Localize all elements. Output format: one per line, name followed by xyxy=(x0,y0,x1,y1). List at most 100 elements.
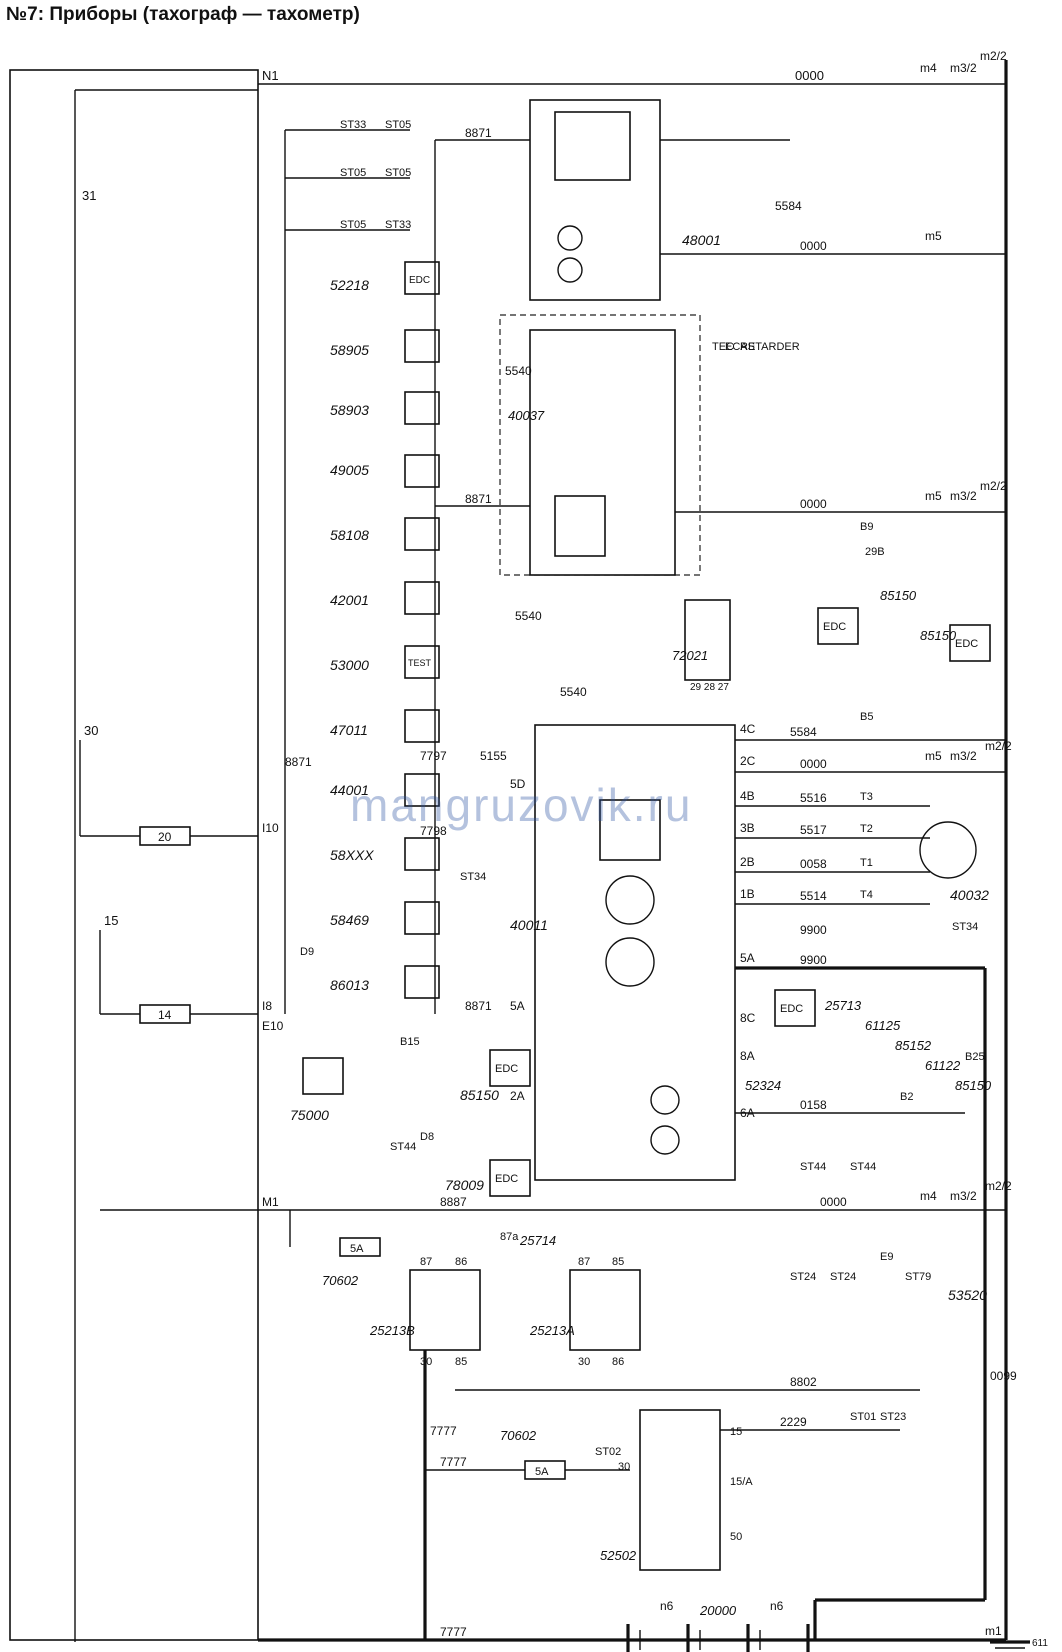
label-m32-top: m3/2 xyxy=(950,61,977,75)
label-m32-2: m3/2 xyxy=(950,489,977,503)
st24-b: ST24 xyxy=(830,1271,856,1283)
comp-47011: 47011 xyxy=(330,722,368,738)
comp-48001: 48001 xyxy=(682,232,721,248)
wire-8887: 8887 xyxy=(440,1195,467,1209)
pin-5D: 5D xyxy=(510,777,526,791)
edc-box-right xyxy=(817,607,859,645)
module-48001-inner xyxy=(554,111,631,181)
sw-15A: 15/A xyxy=(730,1476,753,1488)
st23: ST23 xyxy=(880,1411,906,1423)
label-ecas: ECAS xyxy=(725,341,755,353)
relay-87a: 87a xyxy=(500,1231,519,1243)
st24-a: ST24 xyxy=(790,1271,816,1283)
comp-44001: 44001 xyxy=(330,782,369,798)
lamp-47011 xyxy=(404,709,440,743)
pin-5A: 5A xyxy=(740,951,755,965)
edc-indicator-box xyxy=(404,261,440,295)
edc-85150: EDC xyxy=(495,1063,518,1075)
wire-0000-M1: 0000 xyxy=(820,1195,847,1209)
st44-a: ST44 xyxy=(800,1161,826,1173)
label-m5-1: m5 xyxy=(925,229,942,243)
comp-52218: 52218 xyxy=(330,277,369,293)
wire-0058: 0058 xyxy=(800,857,827,871)
wire-7797: 7797 xyxy=(420,749,447,763)
fuse-5A-relay xyxy=(339,1237,381,1257)
term-I10: I10 xyxy=(262,821,279,835)
comp-52324: 52324 xyxy=(745,1078,781,1093)
relayB-87: 87 xyxy=(420,1256,432,1268)
fuse-5A-label-2: 5A xyxy=(535,1466,549,1478)
label-m1: m1 xyxy=(985,1624,1002,1638)
wire-7777-sw: 7777 xyxy=(440,1455,467,1469)
st79: ST79 xyxy=(905,1271,931,1283)
wire-9900-b: 9900 xyxy=(800,923,827,937)
module-40037-amp xyxy=(554,495,606,557)
comp-42001: 42001 xyxy=(330,592,369,608)
comp-61125: 61125 xyxy=(865,1018,901,1033)
comp-25213B: 25213B xyxy=(369,1323,415,1338)
st02: ST02 xyxy=(595,1446,621,1458)
sw-50: 50 xyxy=(730,1531,742,1543)
comp-58108: 58108 xyxy=(330,527,369,543)
relayA-87: 87 xyxy=(578,1256,590,1268)
relay-25213A xyxy=(569,1269,641,1351)
edc-25713: EDC xyxy=(780,1003,803,1015)
edc-far: EDC xyxy=(955,638,978,650)
label-m32-bot: m3/2 xyxy=(950,1189,977,1203)
page-title: №7: Приборы (тахограф — тахометр) xyxy=(6,4,360,25)
lamp-75000 xyxy=(302,1057,344,1095)
pin-5A-left: 5A xyxy=(510,999,525,1013)
comp-85152: 85152 xyxy=(895,1038,932,1053)
edc-box-78009 xyxy=(489,1159,531,1197)
comp-58905: 58905 xyxy=(330,342,369,358)
pin-1B: 1B xyxy=(740,887,755,901)
sw-15: 15 xyxy=(730,1426,742,1438)
comp-85150-b: 85150 xyxy=(920,628,957,643)
label-T4: T4 xyxy=(860,889,873,901)
st01: ST01 xyxy=(850,1411,876,1423)
label-m5-2: m5 xyxy=(925,489,942,503)
lamp-58108 xyxy=(404,517,440,551)
edc-box-25713 xyxy=(774,989,816,1027)
st33-a: ST33 xyxy=(340,119,366,131)
label-retarder: RETARDER xyxy=(740,341,800,353)
label-tec: TEC xyxy=(712,341,734,353)
wire-8871-left: 8871 xyxy=(285,755,312,769)
fuse-14-label: 14 xyxy=(158,1008,172,1022)
comp-25713: 25713 xyxy=(824,998,862,1013)
relayA-86: 86 xyxy=(612,1356,624,1368)
pin-29B: 29B xyxy=(865,546,885,558)
label-B25: B25 xyxy=(965,1051,985,1063)
comp-85150-c: 85150 xyxy=(955,1078,992,1093)
wire-8802: 8802 xyxy=(790,1375,817,1389)
label-D9: D9 xyxy=(300,946,314,958)
st05-a: ST05 xyxy=(385,119,411,131)
comp-53520: 53520 xyxy=(948,1287,987,1303)
fuse-5A-label-1: 5A xyxy=(350,1243,364,1255)
comp-40037: 40037 xyxy=(508,408,545,423)
comp-58XXX: 58XXX xyxy=(330,847,374,863)
label-E9: E9 xyxy=(880,1251,893,1263)
comp-78009: 78009 xyxy=(445,1177,484,1193)
gauge-speed xyxy=(605,875,655,925)
comp-58469: 58469 xyxy=(330,912,369,928)
lamp-58XXX xyxy=(404,837,440,871)
pin-3B: 3B xyxy=(740,821,755,835)
comp-61122: 61122 xyxy=(925,1058,961,1073)
label-m22-2: m2/2 xyxy=(980,479,1007,493)
pin-8A: 8A xyxy=(740,1049,755,1063)
wire-5155: 5155 xyxy=(480,749,507,763)
wire-5517: 5517 xyxy=(800,823,827,837)
comp-70602-a: 70602 xyxy=(322,1273,359,1288)
wire-5540-mid: 5540 xyxy=(515,609,542,623)
label-D8: D8 xyxy=(420,1131,434,1143)
st44-b: ST44 xyxy=(850,1161,876,1173)
comp-40011: 40011 xyxy=(510,917,548,933)
pin-2C: 2C xyxy=(740,754,756,768)
term-15: 15 xyxy=(104,913,118,928)
term-30: 30 xyxy=(84,723,98,738)
label-B5: B5 xyxy=(860,711,873,723)
st34-right: ST34 xyxy=(952,921,978,933)
edc-1: EDC xyxy=(409,275,430,286)
